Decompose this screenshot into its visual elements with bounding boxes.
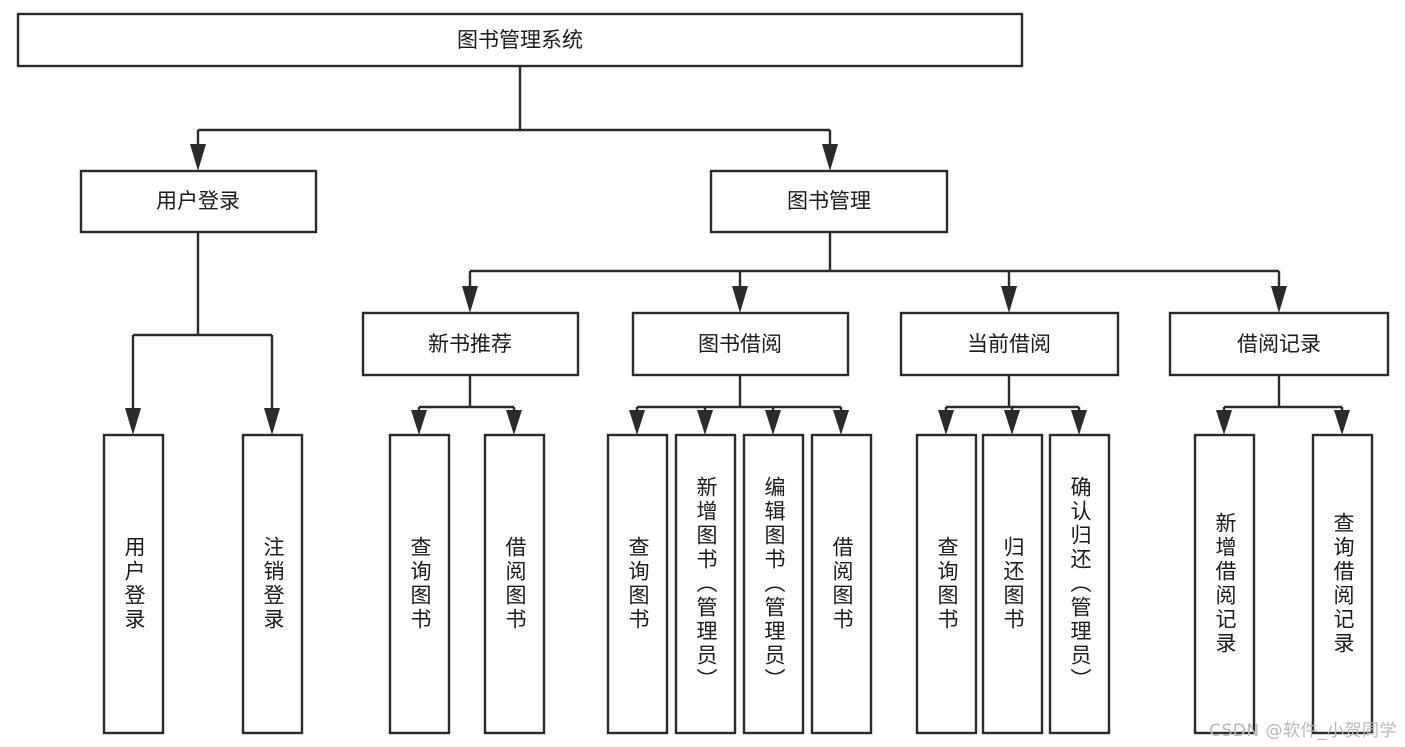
- node-box-leaf-bookborrow-4[interactable]: [810, 433, 873, 735]
- arrow-head-leaf-newbook-2: [506, 410, 522, 435]
- connector-group-root: [190, 66, 838, 171]
- node-label-current-borrow: 当前借阅: [967, 332, 1051, 356]
- node-box-leaf-borrowrecord-2[interactable]: [1311, 433, 1374, 735]
- arrow-head-leaf-bookborrow-4: [833, 410, 849, 435]
- node-box-leaf-newbook-1[interactable]: [388, 433, 451, 735]
- connector-group-bookmgmt: [462, 232, 1287, 313]
- arrow-head-leaf-bookborrow-3: [765, 410, 781, 435]
- node-box-new-book-recommend[interactable]: [361, 311, 580, 377]
- arrow-head-leaf-borrowrecord-1: [1216, 410, 1232, 435]
- node-box-root[interactable]: [16, 12, 1024, 68]
- arrow-head-leaf-currentborrow-3: [1071, 410, 1087, 435]
- arrow-head-leaf-currentborrow-2: [1004, 410, 1020, 435]
- arrow-head-bookmgmt: [822, 144, 838, 171]
- node-box-book-borrow[interactable]: [631, 311, 850, 377]
- arrow-head-borrowrecord: [1271, 286, 1287, 313]
- arrow-head-leaf-bookborrow-2: [697, 410, 713, 435]
- watermark-text: CSDN @软件_小贺同学: [1209, 721, 1397, 741]
- node-box-current-borrow[interactable]: [899, 311, 1120, 377]
- arrow-head-leaf-user-login-1: [125, 408, 141, 435]
- connector-group-userlogin: [125, 232, 280, 435]
- node-box-leaf-bookborrow-2[interactable]: [674, 433, 737, 735]
- node-box-leaf-user-login-2[interactable]: [241, 433, 304, 735]
- arrow-head-bookborrow: [732, 286, 748, 313]
- arrow-head-leaf-bookborrow-1: [629, 410, 645, 435]
- connector-group-currentborrow: [938, 375, 1087, 435]
- node-label-book-borrow: 图书借阅: [698, 332, 782, 356]
- arrow-head-leaf-currentborrow-1: [938, 410, 954, 435]
- node-box-leaf-currentborrow-1[interactable]: [915, 433, 978, 735]
- node-box-borrow-record[interactable]: [1168, 311, 1390, 377]
- node-box-leaf-currentborrow-2[interactable]: [981, 433, 1044, 735]
- node-box-leaf-bookborrow-3[interactable]: [742, 433, 805, 735]
- connector-group-borrowrecord: [1216, 375, 1350, 435]
- arrow-head-currentborrow: [1001, 286, 1017, 313]
- connector-group-bookborrow: [629, 375, 849, 435]
- node-label-root: 图书管理系统: [457, 28, 583, 52]
- node-box-leaf-newbook-2[interactable]: [483, 433, 546, 735]
- node-box-leaf-user-login-1[interactable]: [102, 433, 165, 735]
- node-box-leaf-bookborrow-1[interactable]: [606, 433, 669, 735]
- arrow-head-leaf-newbook-1: [411, 410, 427, 435]
- node-label-borrow-record: 借阅记录: [1237, 332, 1321, 356]
- arrow-head-leaf-user-login-2: [264, 408, 280, 435]
- node-box-leaf-borrowrecord-1[interactable]: [1193, 433, 1256, 735]
- node-label-user-login: 用户登录: [156, 189, 240, 213]
- node-box-user-login[interactable]: [79, 169, 318, 234]
- arrow-head-newbook: [462, 286, 478, 313]
- node-box-book-management[interactable]: [709, 169, 949, 234]
- node-box-leaf-currentborrow-3[interactable]: [1048, 433, 1111, 735]
- node-label-book-management: 图书管理: [787, 189, 871, 213]
- node-label-new-book-recommend: 新书推荐: [428, 332, 512, 356]
- arrow-head-userlogin: [190, 144, 206, 171]
- connector-group-newbook: [411, 375, 522, 435]
- arrow-head-leaf-borrowrecord-2: [1334, 410, 1350, 435]
